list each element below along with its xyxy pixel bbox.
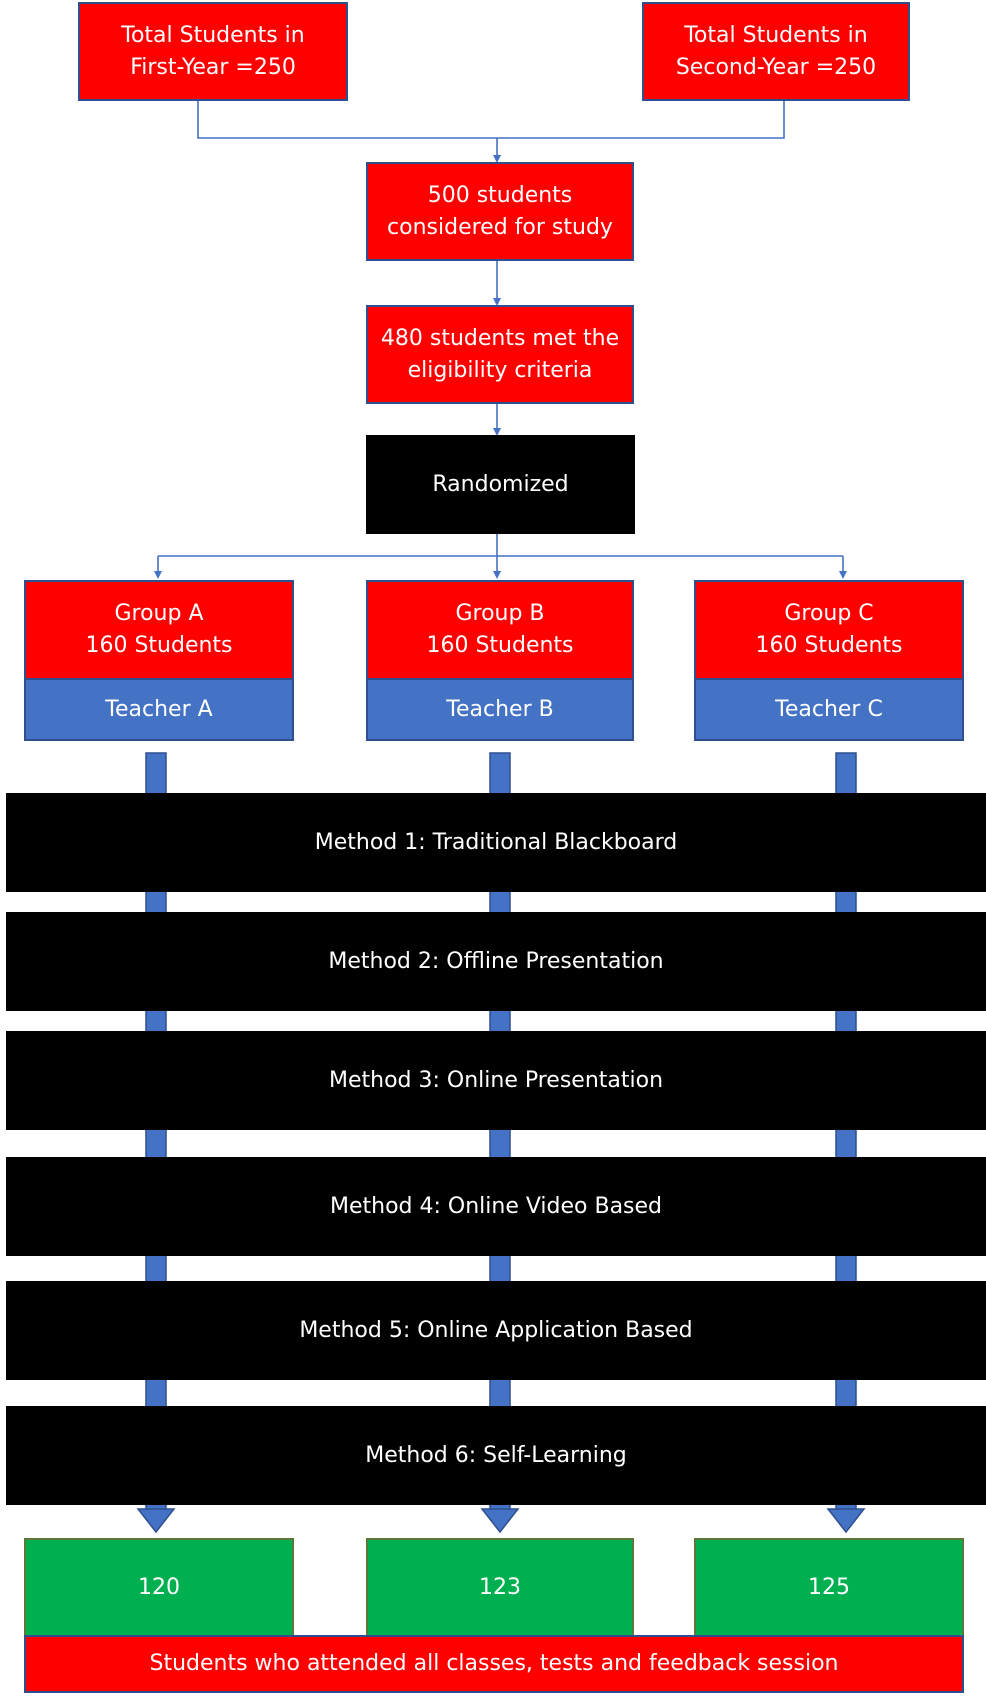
footer-box: Students who attended all classes, tests… bbox=[24, 1635, 964, 1693]
group-a-box: Group A 160 Students bbox=[24, 580, 294, 680]
group-b-box: Group B 160 Students bbox=[366, 580, 634, 680]
result-a-box: 120 bbox=[24, 1538, 294, 1637]
method-6-box: Method 6: Self-Learning bbox=[6, 1406, 986, 1505]
eligible-box: 480 students met the eligibility criteri… bbox=[366, 305, 634, 404]
merge-connector bbox=[197, 101, 785, 139]
method-3-box: Method 3: Online Presentation bbox=[6, 1031, 986, 1130]
teacher-c-box: Teacher C bbox=[694, 678, 964, 741]
first-year-box: Total Students in First-Year =250 bbox=[78, 2, 348, 101]
method-2-box: Method 2: Offline Presentation bbox=[6, 912, 986, 1011]
result-c-box: 125 bbox=[694, 1538, 964, 1637]
method-1-box: Method 1: Traditional Blackboard bbox=[6, 793, 986, 892]
method-5-box: Method 5: Online Application Based bbox=[6, 1281, 986, 1380]
teacher-b-box: Teacher B bbox=[366, 678, 634, 741]
randomized-box: Randomized bbox=[366, 435, 635, 534]
second-year-box: Total Students in Second-Year =250 bbox=[642, 2, 910, 101]
method-4-box: Method 4: Online Video Based bbox=[6, 1157, 986, 1256]
result-b-box: 123 bbox=[366, 1538, 634, 1637]
considered-box: 500 students considered for study bbox=[366, 162, 634, 261]
group-c-box: Group C 160 Students bbox=[694, 580, 964, 680]
teacher-a-box: Teacher A bbox=[24, 678, 294, 741]
